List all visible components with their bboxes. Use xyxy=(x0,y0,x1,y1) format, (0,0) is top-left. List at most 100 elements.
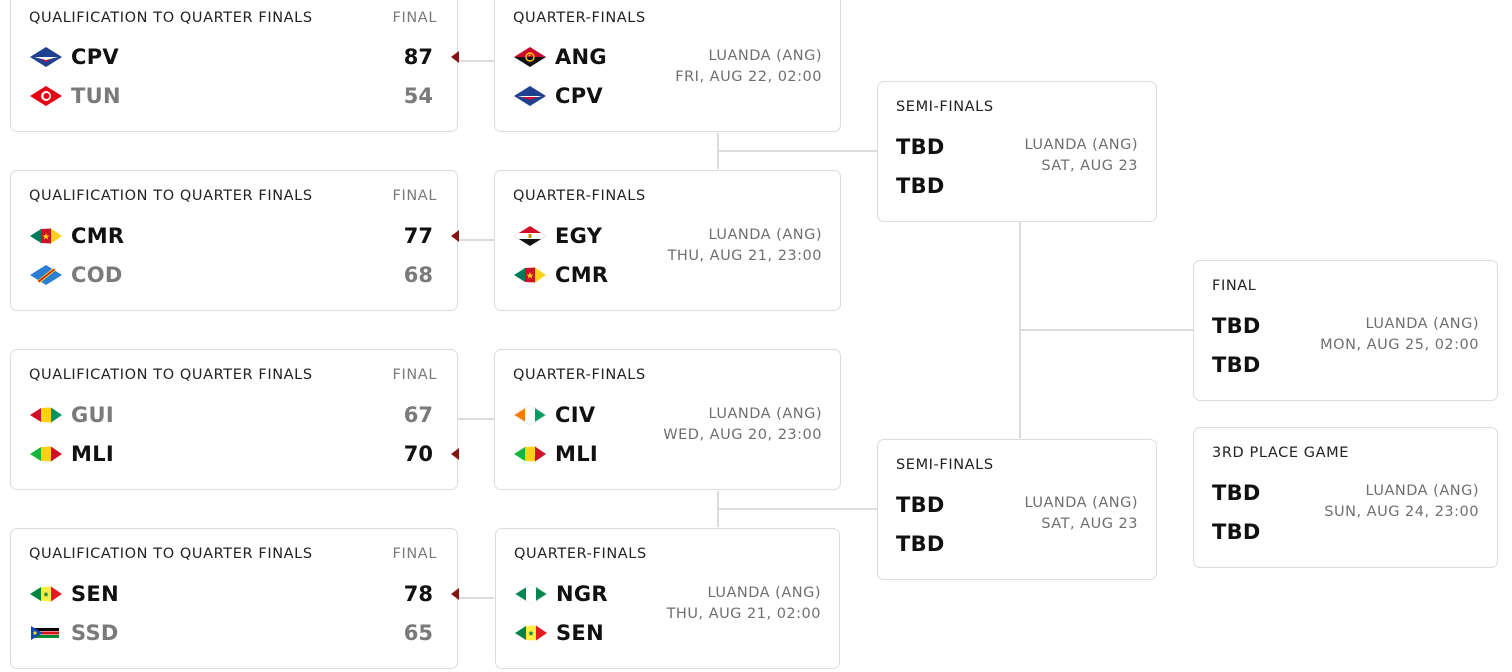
team-row[interactable]: TBD xyxy=(1212,313,1261,339)
datetime-label: MON, AUG 25, 02:00 xyxy=(1320,337,1479,353)
semifinal-card-2[interactable]: SEMI-FINALS TBD TBD LUANDA (ANG) SAT, AU… xyxy=(877,439,1157,580)
team-score: 54 xyxy=(403,84,433,108)
team-row[interactable]: TBD xyxy=(896,492,945,518)
card-title: QUARTER-FINALS xyxy=(513,367,646,383)
semifinal-card-1[interactable]: SEMI-FINALS TBD TBD LUANDA (ANG) SAT, AU… xyxy=(877,81,1157,222)
ssd-flag-icon xyxy=(31,626,59,640)
card-title: QUARTER-FINALS xyxy=(513,10,646,26)
ngr-flag-icon xyxy=(514,583,548,605)
team-row[interactable]: ANG xyxy=(513,44,607,70)
match-venue-datetime: LUANDA (ANG) FRI, AUG 22, 02:00 xyxy=(675,46,822,88)
cpv-flag-icon xyxy=(514,86,546,106)
venue-label: LUANDA (ANG) xyxy=(707,585,821,601)
tun-flag-icon xyxy=(30,86,62,106)
qualifier-card-3[interactable]: QUALIFICATION TO QUARTER FINALS FINAL GU… xyxy=(10,349,459,490)
team-name: SEN xyxy=(71,582,119,606)
team-row[interactable]: GUI xyxy=(29,402,114,428)
card-title: SEMI-FINALS xyxy=(896,99,994,115)
qualifier-card-2[interactable]: QUALIFICATION TO QUARTER FINALS FINAL CM… xyxy=(10,170,459,311)
connector-q4 xyxy=(458,597,494,599)
team-name: CMR xyxy=(555,263,609,287)
match-venue-datetime: LUANDA (ANG) WED, AUG 20, 23:00 xyxy=(663,404,822,446)
connector-q1 xyxy=(458,60,494,62)
datetime-label: THU, AUG 21, 02:00 xyxy=(666,606,821,622)
team-row[interactable]: EGY xyxy=(513,223,602,249)
winner-arrow-icon xyxy=(451,51,459,63)
egy-flag-icon xyxy=(514,226,546,246)
quarterfinal-card-4[interactable]: QUARTER-FINALS NGR SEN LUANDA (ANG) THU,… xyxy=(495,528,840,669)
datetime-label: WED, AUG 20, 23:00 xyxy=(663,427,822,443)
team-name: MLI xyxy=(555,442,598,466)
team-name: NGR xyxy=(556,582,608,606)
team-row[interactable]: TBD xyxy=(1212,480,1261,506)
team-name: GUI xyxy=(71,403,115,427)
card-title: 3RD PLACE GAME xyxy=(1212,445,1350,461)
team-name: CPV xyxy=(71,45,119,69)
cmr-flag-icon xyxy=(30,228,62,244)
datetime-label: FRI, AUG 22, 02:00 xyxy=(675,69,822,85)
team-row[interactable]: MLI xyxy=(29,441,114,467)
connector-qf-top-horizontal xyxy=(718,150,877,152)
sen-flag-icon xyxy=(515,625,547,641)
cmr-flag-icon xyxy=(514,267,546,283)
venue-label: LUANDA (ANG) xyxy=(1024,495,1138,511)
card-title: QUALIFICATION TO QUARTER FINALS xyxy=(29,367,313,383)
venue-label: LUANDA (ANG) xyxy=(1365,316,1479,332)
venue-label: LUANDA (ANG) xyxy=(708,48,822,64)
team-row[interactable]: CPV xyxy=(29,44,119,70)
team-row[interactable]: CMR xyxy=(29,223,124,249)
quarterfinal-card-1[interactable]: QUARTER-FINALS ANG CPV LUANDA (ANG) FRI,… xyxy=(494,0,841,132)
team-row[interactable]: TBD xyxy=(1212,352,1261,378)
team-row[interactable]: TBD xyxy=(896,531,945,557)
final-card[interactable]: FINAL TBD TBD LUANDA (ANG) MON, AUG 25, … xyxy=(1193,260,1498,401)
qualifier-card-1[interactable]: QUALIFICATION TO QUARTER FINALS FINAL CP… xyxy=(10,0,459,132)
team-name: TBD xyxy=(896,493,945,517)
team-name: CIV xyxy=(555,403,596,427)
team-name: COD xyxy=(71,263,123,287)
team-name: TBD xyxy=(1212,520,1261,544)
team-row[interactable]: SEN xyxy=(29,581,119,607)
connector-sf-horizontal xyxy=(1020,329,1193,331)
quarterfinal-card-2[interactable]: QUARTER-FINALS EGY CMR LUANDA (ANG) THU,… xyxy=(494,170,841,311)
team-row[interactable]: TBD xyxy=(896,173,945,199)
card-title: QUALIFICATION TO QUARTER FINALS xyxy=(29,546,313,562)
team-score: 70 xyxy=(403,442,433,466)
team-row[interactable]: TUN xyxy=(29,83,121,109)
match-venue-datetime: LUANDA (ANG) SAT, AUG 23 xyxy=(1025,493,1139,535)
third-place-card[interactable]: 3RD PLACE GAME TBD TBD LUANDA (ANG) SUN,… xyxy=(1193,427,1498,568)
team-row[interactable]: MLI xyxy=(513,441,598,467)
match-venue-datetime: LUANDA (ANG) MON, AUG 25, 02:00 xyxy=(1320,314,1479,356)
team-score: 68 xyxy=(403,263,433,287)
team-name: SSD xyxy=(71,621,119,645)
team-name: TBD xyxy=(1212,314,1261,338)
team-row[interactable]: CIV xyxy=(513,402,595,428)
team-name: CPV xyxy=(555,84,603,108)
team-name: CMR xyxy=(71,224,125,248)
team-row[interactable]: CMR xyxy=(513,262,608,288)
qualifier-card-4[interactable]: QUALIFICATION TO QUARTER FINALS FINAL SE… xyxy=(10,528,459,669)
winner-arrow-icon xyxy=(451,230,459,242)
team-name: TBD xyxy=(896,532,945,556)
team-row[interactable]: CPV xyxy=(513,83,603,109)
team-row[interactable]: TBD xyxy=(1212,519,1261,545)
match-venue-datetime: LUANDA (ANG) THU, AUG 21, 02:00 xyxy=(667,583,821,625)
quarterfinal-card-3[interactable]: QUARTER-FINALS CIV MLI LUANDA (ANG) WED,… xyxy=(494,349,841,490)
sen-flag-icon xyxy=(30,586,62,602)
team-score: 67 xyxy=(403,403,433,427)
team-row[interactable]: TBD xyxy=(896,134,945,160)
team-row[interactable]: NGR xyxy=(514,581,608,607)
mli-flag-icon xyxy=(514,446,546,462)
venue-label: LUANDA (ANG) xyxy=(1365,483,1479,499)
match-venue-datetime: LUANDA (ANG) SAT, AUG 23 xyxy=(1025,135,1139,177)
datetime-label: SUN, AUG 24, 23:00 xyxy=(1324,504,1479,520)
team-row[interactable]: SEN xyxy=(514,620,604,646)
venue-label: LUANDA (ANG) xyxy=(708,406,822,422)
team-row[interactable]: SSD xyxy=(29,620,119,646)
cod-flag-icon xyxy=(30,265,62,285)
card-title: FINAL xyxy=(1212,278,1257,294)
team-name: TBD xyxy=(896,174,945,198)
connector-q3 xyxy=(458,418,494,420)
team-name: TBD xyxy=(1212,353,1261,377)
team-row[interactable]: COD xyxy=(29,262,123,288)
match-venue-datetime: LUANDA (ANG) SUN, AUG 24, 23:00 xyxy=(1324,481,1479,523)
